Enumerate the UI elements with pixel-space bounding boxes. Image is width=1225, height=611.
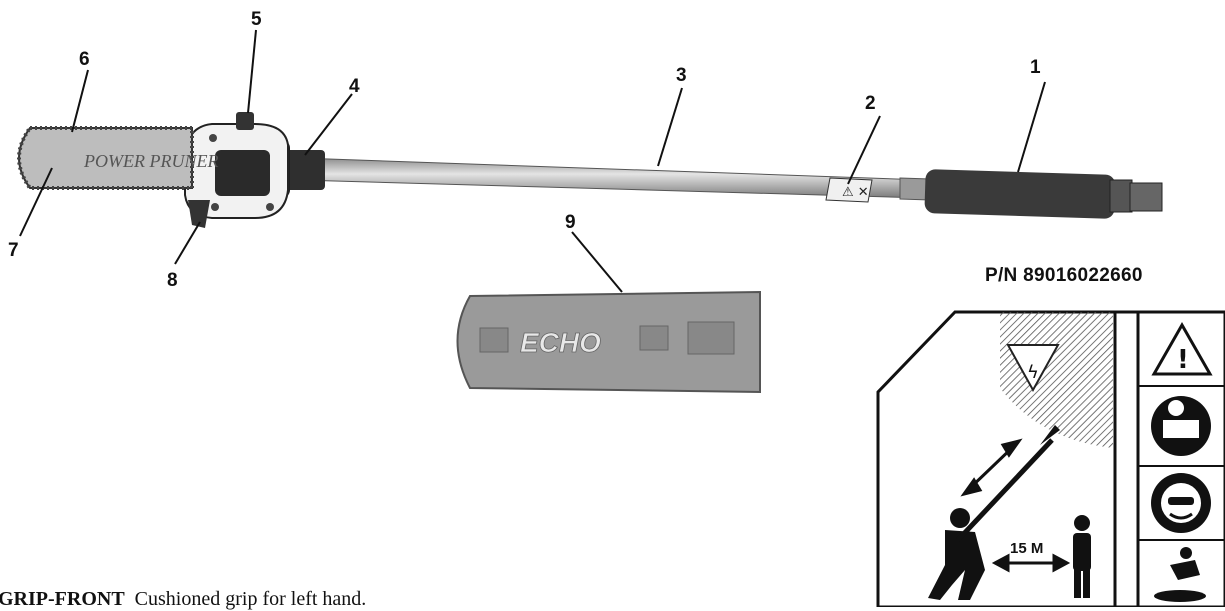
svg-text:⚠ ✕: ⚠ ✕ [842,185,869,200]
callout-2: 2 [865,93,876,114]
svg-text:!: ! [1177,345,1189,375]
read-manual-icon [1151,396,1211,456]
callout-7: 7 [8,240,19,261]
callout-5: 5 [251,9,262,30]
decal: ⚠ ✕ [825,177,873,203]
operator-figure [928,425,1060,600]
svg-text:15 M: 15 M [1010,540,1043,557]
callout-6: 6 [79,49,90,70]
callout-8: 8 [167,270,178,291]
eye-ear-protection-icon [1151,473,1211,533]
fall-hazard-icon [1154,547,1206,602]
callout-1: 1 [1030,57,1041,78]
bystander-figure [1073,515,1091,598]
callout-9: 9 [565,212,576,233]
part-number: P/N 89016022660 [985,265,1143,286]
bar-logo: POWER PRUNER [83,151,218,171]
caption-description: Cushioned grip for left hand. [134,588,367,610]
scabbard: ECHO [456,290,761,394]
guide-bar: POWER PRUNER [17,126,218,190]
warning-label: ϟ 15 M ! [876,310,1225,607]
caption: GRIP-FRONT Cushioned grip for left hand. [0,588,366,611]
grip-front [924,169,1163,219]
gear-case [184,112,325,228]
svg-text:ϟ: ϟ [1027,362,1039,383]
leader-lines [19,29,1046,293]
callout-3: 3 [676,65,687,86]
callout-4: 4 [349,76,360,97]
svg-text:ECHO: ECHO [520,327,601,358]
warning-triangle-icon: ! [1151,321,1213,376]
caption-term: GRIP-FRONT [0,588,125,610]
